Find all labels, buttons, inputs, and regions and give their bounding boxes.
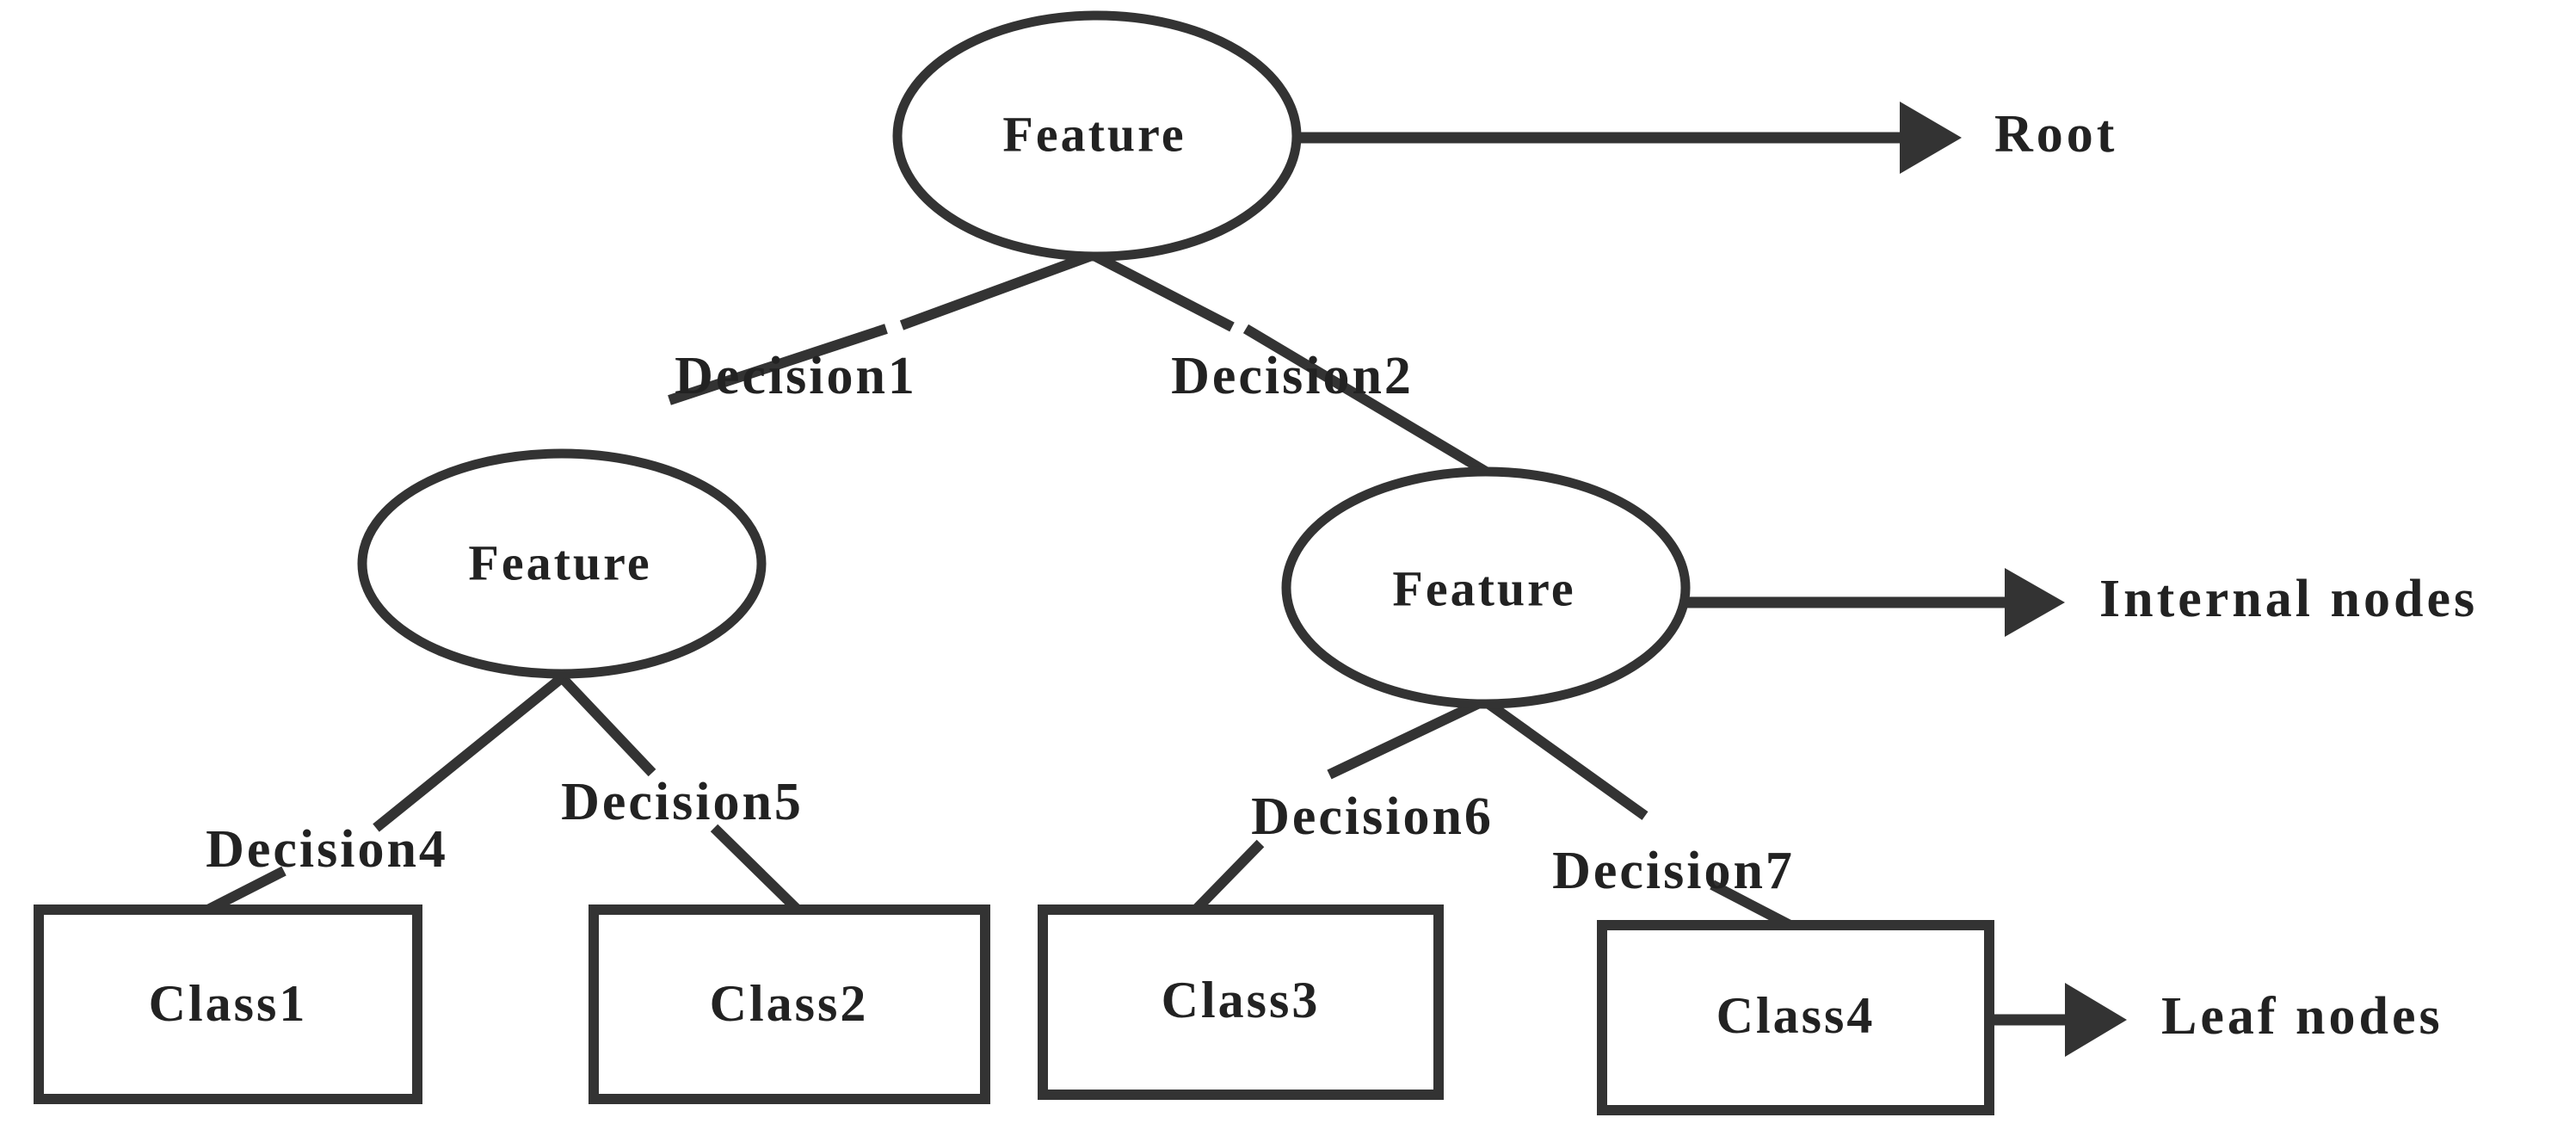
edge-root-to-internal-right-lower xyxy=(1242,324,1489,477)
legend-internal-nodes: Internal nodes xyxy=(1685,568,2478,637)
leaf-node-class4[interactable]: Class4 xyxy=(1597,920,1994,1115)
edge-label-decision1: Decision1 xyxy=(675,347,917,405)
root-arrow-icon xyxy=(1900,102,1962,174)
leaf-node-class3[interactable]: Class3 xyxy=(1038,904,1444,1100)
internal-left-ellipse[interactable] xyxy=(357,448,767,679)
edge-left-to-class1-upper xyxy=(373,669,571,832)
node-internal-left[interactable]: Feature xyxy=(357,448,767,679)
class4-box[interactable] xyxy=(1597,920,1994,1115)
edge-right-to-class3-lower xyxy=(1187,839,1265,918)
edge-label-decision6: Decision6 xyxy=(1251,787,1494,846)
root-label: Feature xyxy=(1002,106,1186,162)
legend-label-internal-nodes: Internal nodes xyxy=(2099,570,2478,628)
edge-label-decision4: Decision4 xyxy=(206,820,448,879)
edge-left-to-class2-lower xyxy=(710,824,806,918)
class3-label: Class3 xyxy=(1162,972,1321,1028)
edge-root-to-internal-left-lower xyxy=(668,324,888,405)
internal-arrow-icon xyxy=(2005,568,2065,637)
leaf-node-class2[interactable]: Class2 xyxy=(589,904,990,1104)
class1-label: Class1 xyxy=(149,975,308,1032)
edge-label-decision5: Decision5 xyxy=(561,773,804,831)
internal-left-label: Feature xyxy=(468,534,651,590)
legend-label-leaf-nodes: Leaf nodes xyxy=(2161,987,2444,1046)
internal-right-label: Feature xyxy=(1392,560,1575,616)
legend-label-root: Root xyxy=(1994,105,2117,164)
leaf-node-class1[interactable]: Class1 xyxy=(34,904,422,1104)
class2-box[interactable] xyxy=(589,904,990,1104)
edge-right-to-class3-upper xyxy=(1327,694,1491,780)
edge-group-internal-left xyxy=(197,669,806,919)
class3-box[interactable] xyxy=(1038,904,1444,1100)
node-root[interactable]: Feature xyxy=(892,10,1302,262)
class4-label: Class4 xyxy=(1716,987,1876,1044)
edge-right-to-class4-upper xyxy=(1478,695,1649,820)
class2-label: Class2 xyxy=(710,975,869,1032)
internal-right-ellipse[interactable] xyxy=(1281,466,1691,709)
node-internal-right[interactable]: Feature xyxy=(1281,466,1691,709)
legend-leaf-nodes: Leaf nodes xyxy=(1989,983,2444,1057)
legend-root: Root xyxy=(1296,102,2117,174)
edge-label-decision7: Decision7 xyxy=(1552,842,1795,900)
edge-root-to-internal-left-upper xyxy=(899,244,1111,330)
leaf-arrow-icon xyxy=(2065,983,2127,1057)
edge-left-to-class2-upper xyxy=(553,669,656,777)
edge-label-group: Decision1 Decision2 Decision4 Decision5 … xyxy=(206,347,1795,900)
edge-group-root xyxy=(668,244,1489,477)
edge-label-decision2: Decision2 xyxy=(1171,347,1414,405)
class1-box[interactable] xyxy=(34,904,422,1104)
edge-root-to-internal-right-upper xyxy=(1080,244,1235,332)
